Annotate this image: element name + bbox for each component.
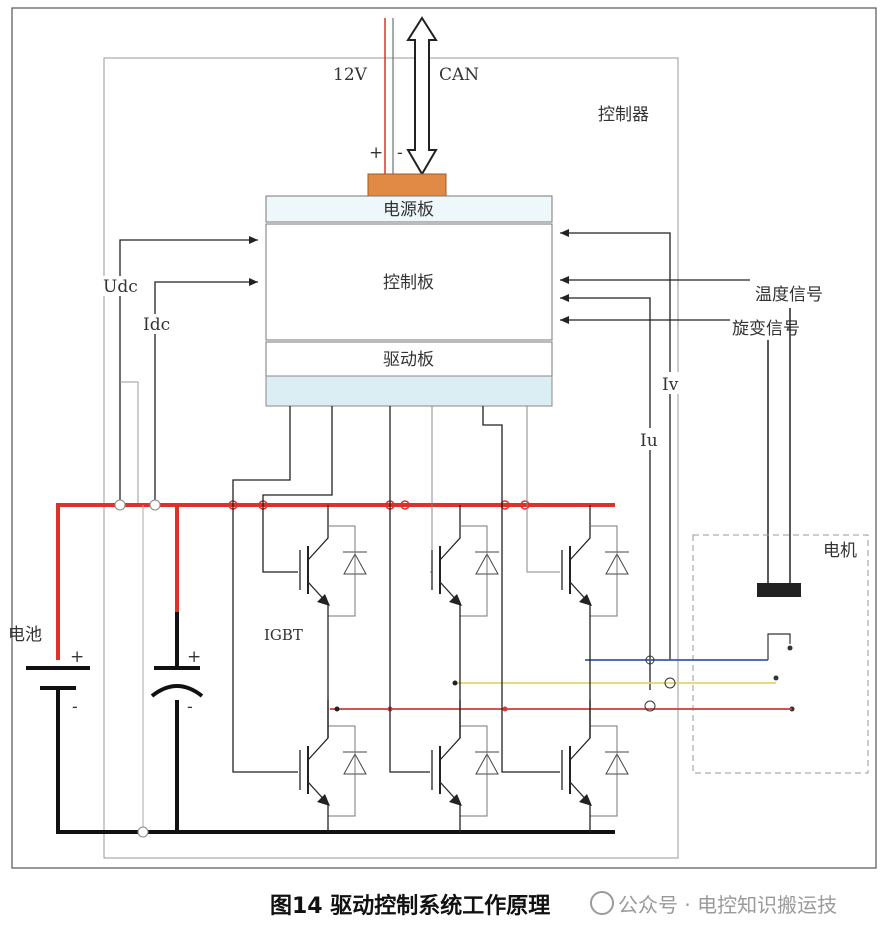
motor-terminal-icon <box>767 633 791 660</box>
drive-board-label: 驱动板 <box>383 350 434 370</box>
label-cap-minus: - <box>187 697 193 717</box>
igbt-icon <box>431 700 462 806</box>
label-battery: 电池 <box>8 625 42 645</box>
drive-board-pins <box>265 375 553 407</box>
label-igbt: IGBT <box>264 626 303 644</box>
board-connector <box>367 173 447 197</box>
diode-icon <box>460 725 499 817</box>
power-board-label: 电源板 <box>383 200 434 220</box>
gate-wire-1 <box>232 406 298 773</box>
controller-label: 控制器 <box>598 105 649 125</box>
igbt-icon <box>561 505 592 606</box>
label-can: CAN <box>439 65 479 85</box>
outer-frame <box>11 7 877 869</box>
igbt-icon <box>299 505 330 606</box>
idc-line <box>154 278 258 505</box>
gate-wire-5 <box>482 406 560 773</box>
diode-icon <box>590 725 629 817</box>
label-plus-top: + <box>369 143 383 163</box>
gate-wire-2 <box>262 406 333 573</box>
udc-line <box>119 236 258 505</box>
dc-bus-negative <box>56 690 615 834</box>
gate-wire-6 <box>526 406 560 573</box>
label-12v: 12V <box>333 65 368 85</box>
control-board-label: 控制板 <box>383 273 434 293</box>
label-battery-minus: - <box>72 697 78 717</box>
gate-wire-3 <box>389 406 430 773</box>
gate-wire-4 <box>430 406 433 573</box>
drive-board <box>265 341 553 377</box>
diode-icon <box>460 525 499 617</box>
label-resolver-signal: 旋变信号 <box>732 319 800 339</box>
power-board <box>265 195 553 223</box>
feedback-top-line <box>560 229 671 660</box>
label-iu: Iu <box>640 431 658 451</box>
label-temp-signal: 温度信号 <box>755 285 823 305</box>
label-iv: Iv <box>662 375 679 395</box>
label-motor: 电机 <box>823 541 857 561</box>
motor-box <box>692 534 869 774</box>
label-udc: Udc <box>103 277 138 297</box>
figure-caption: 图14 驱动控制系统工作原理 <box>270 894 551 919</box>
igbt-icon <box>561 700 592 806</box>
label-cap-plus: + <box>187 647 201 667</box>
diode-icon <box>328 525 367 617</box>
igbt-icon <box>431 505 462 606</box>
feedback-mid-line <box>560 294 651 690</box>
diode-icon <box>590 525 629 617</box>
diode-icon <box>328 725 367 817</box>
label-battery-plus: + <box>70 647 84 667</box>
can-bus-double-arrow-icon <box>406 16 438 176</box>
label-idc: Idc <box>143 315 170 335</box>
udc-thin-line <box>120 381 139 505</box>
watermark-text: 公众号 · 电控知识搬运技 <box>618 893 838 917</box>
dc-bus-positive <box>56 503 615 660</box>
watermark: 公众号 · 电控知识搬运技 <box>590 889 837 918</box>
controller-enclosure <box>103 57 679 859</box>
battery-icon <box>26 666 90 690</box>
igbt-icon <box>299 700 330 806</box>
motor-sensor-connector <box>757 583 801 597</box>
capacitor-icon <box>150 666 204 698</box>
label-minus-top: - <box>397 143 403 163</box>
control-board <box>265 223 553 341</box>
wechat-icon <box>590 891 614 915</box>
igbt-bridge <box>299 505 629 832</box>
